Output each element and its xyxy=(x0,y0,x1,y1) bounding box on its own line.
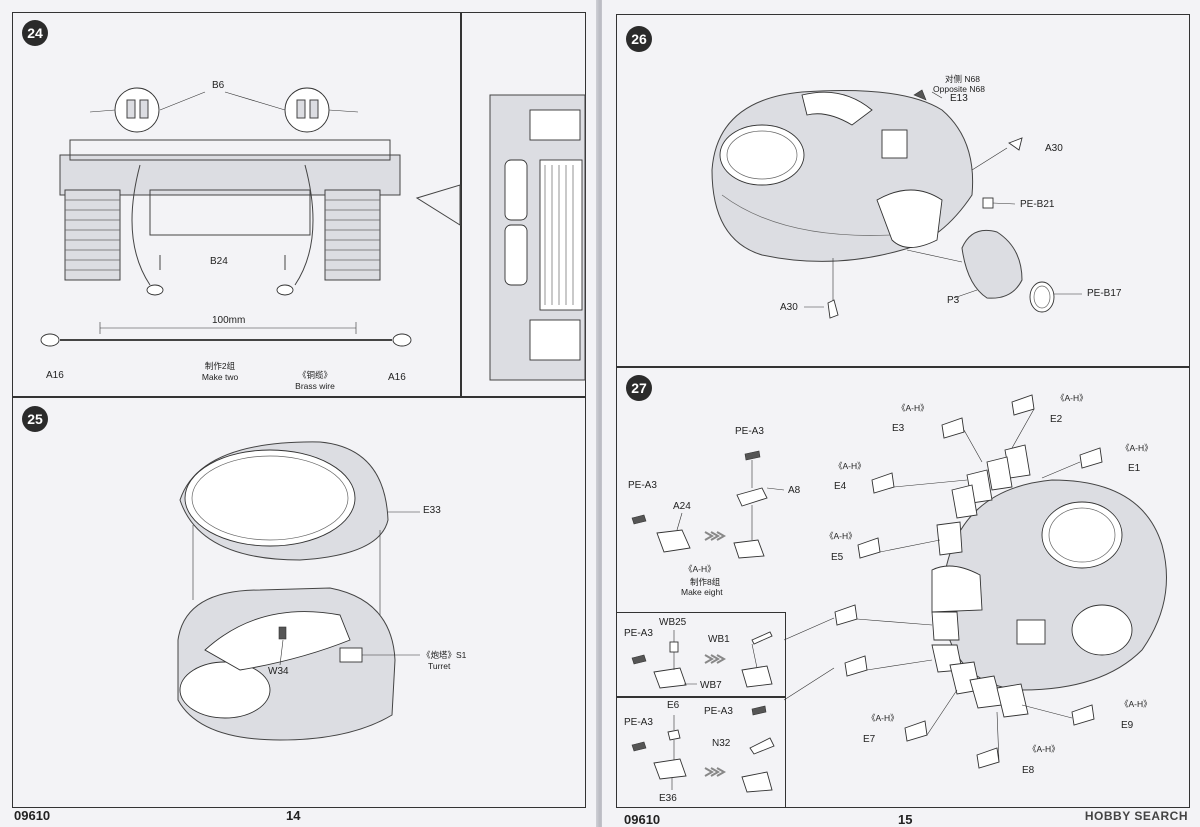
label-pe-a3-top: PE-A3 xyxy=(735,426,764,437)
step-25-panel xyxy=(12,396,586,808)
label-wb25: WB25 xyxy=(659,617,687,628)
label-e33: E33 xyxy=(423,505,441,516)
label-e4: E4 xyxy=(834,481,847,492)
left-footer-code: 09610 xyxy=(14,808,51,823)
label-turret-cn: 《炮塔》S1 xyxy=(422,650,467,660)
label-pe-a3-left: PE-A3 xyxy=(628,480,657,491)
label-w34: W34 xyxy=(268,666,289,677)
right-footer-page: 15 xyxy=(898,812,913,827)
label-a-h-main: 《A-H》 xyxy=(684,564,716,574)
label-e1: E1 xyxy=(1128,463,1141,474)
hobby-search-watermark: HOBBY SEARCH xyxy=(1084,809,1188,823)
step-27-drawing xyxy=(631,394,1167,793)
label-make-eight-cn: 制作8组 xyxy=(690,577,721,587)
left-page: 24 xyxy=(0,0,598,827)
label-ah-e1: 《A-H》 xyxy=(1121,443,1153,453)
step-26-drawing xyxy=(711,89,1082,319)
step-24-number: 24 xyxy=(22,20,48,46)
label-e3: E3 xyxy=(892,423,905,434)
step-27-number: 27 xyxy=(626,375,652,401)
label-make-two-cn: 制作2组 xyxy=(204,361,236,371)
step-25-number: 25 xyxy=(22,406,48,432)
label-n32: N32 xyxy=(712,738,731,749)
label-e8: E8 xyxy=(1022,765,1035,776)
step-27-panel xyxy=(616,366,1190,808)
label-a24: A24 xyxy=(673,501,691,512)
label-p3: P3 xyxy=(947,295,960,306)
label-ah-e3: 《A-H》 xyxy=(897,403,929,413)
label-a16-right: A16 xyxy=(388,372,406,383)
left-footer-page: 14 xyxy=(286,808,301,823)
label-ah-e9: 《A-H》 xyxy=(1120,699,1152,709)
label-ah-e7: 《A-H》 xyxy=(867,713,899,723)
label-e36: E36 xyxy=(659,793,677,804)
label-b6: B6 xyxy=(212,80,225,91)
gutter xyxy=(596,0,604,827)
label-wb1: WB1 xyxy=(708,634,730,645)
step-27-sub-panel-1 xyxy=(616,612,786,698)
step-27-sub-panel-2 xyxy=(616,696,786,808)
label-turret: Turret xyxy=(428,661,451,671)
label-pe-b17: PE-B17 xyxy=(1087,288,1122,299)
label-e13: E13 xyxy=(950,93,968,104)
label-ah-e4: 《A-H》 xyxy=(834,461,866,471)
label-pe-a3-b3: PE-A3 xyxy=(704,706,733,717)
label-e7: E7 xyxy=(863,734,876,745)
right-page: 26 对侧 N68 Opposite xyxy=(602,0,1200,827)
label-a30-top: A30 xyxy=(1045,143,1063,154)
label-make-two: Make two xyxy=(201,372,239,382)
label-brass-wire: Brass wire xyxy=(295,381,335,391)
step-26-number: 26 xyxy=(626,26,652,52)
label-e6: E6 xyxy=(667,700,680,711)
label-make-eight: Make eight xyxy=(681,587,723,597)
label-pe-b21: PE-B21 xyxy=(1020,199,1055,210)
label-a8: A8 xyxy=(788,485,801,496)
label-opposite: Opposite N68 xyxy=(933,84,985,94)
label-a30-bottom: A30 xyxy=(780,302,798,313)
label-brass-wire-cn: 《铜缆》 xyxy=(297,370,333,380)
step-24-panel xyxy=(12,12,462,398)
label-pe-a3-b1: PE-A3 xyxy=(624,628,653,639)
label-a16-left: A16 xyxy=(46,370,64,381)
label-b24: B24 xyxy=(210,256,228,267)
right-footer-code: 09610 xyxy=(624,812,661,827)
label-dimension: 100mm xyxy=(212,315,246,326)
label-ah-e5: 《A-H》 xyxy=(825,531,857,541)
label-pe-a3-b2: PE-A3 xyxy=(624,717,653,728)
label-e9: E9 xyxy=(1121,720,1134,731)
label-e5: E5 xyxy=(831,552,844,563)
label-wb7: WB7 xyxy=(700,680,722,691)
step-25-drawing xyxy=(177,441,420,741)
label-ah-e8: 《A-H》 xyxy=(1028,744,1060,754)
step-24-drawing xyxy=(40,87,586,381)
label-opposite-cn: 对侧 N68 xyxy=(945,74,980,84)
step-26-panel xyxy=(616,14,1190,368)
label-ah-e2: 《A-H》 xyxy=(1056,393,1088,403)
label-e2: E2 xyxy=(1050,414,1063,425)
